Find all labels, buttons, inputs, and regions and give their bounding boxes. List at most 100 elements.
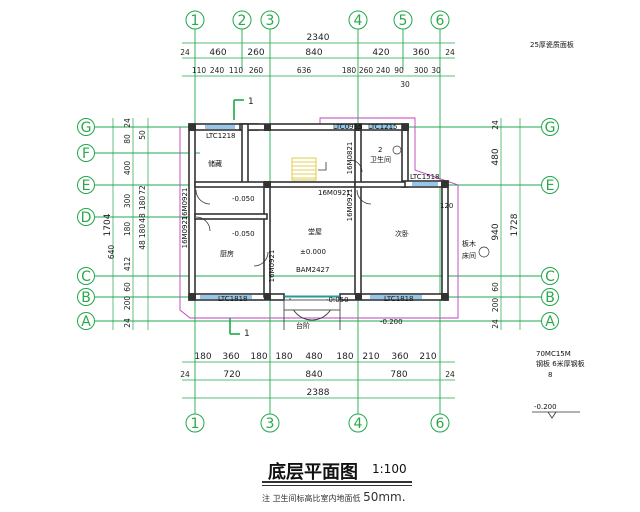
dim-top-r1-2: 260 [247, 48, 264, 58]
dim-left-small-4: 180 [138, 224, 147, 239]
dimensions-top: 2340 24 460 260 840 420 360 24 110 240 1… [180, 33, 455, 89]
dim-left-seg-0: 24 [123, 118, 132, 128]
label-m0921e: 16M0921 [268, 250, 276, 283]
dim-top-extra: 30 [400, 80, 410, 89]
dim-left-small-3: 48 [138, 213, 147, 223]
dim-left-seg-6: 412 [123, 257, 132, 272]
axis-top-1: 1 [191, 13, 200, 29]
dim-bot-total: 2388 [307, 388, 330, 398]
dim-bot-r2-2: 840 [305, 370, 322, 380]
dim-left-small-1: 72 [138, 185, 147, 195]
walls [188, 123, 449, 301]
label-ltc0915: LTC0915 [333, 123, 363, 131]
steps-label: 台阶 [296, 321, 310, 330]
label-ltc1818b: LTC1818 [384, 295, 414, 303]
axis-bubbles-right: G E C B A [541, 118, 559, 330]
dim-top-r2-2: 110 [229, 66, 244, 75]
label-ltc1818a: LTC1818 [218, 295, 248, 303]
axis-left-C: C [81, 269, 91, 285]
right-annotations: 25厚瓷质面板 70MC15M 钢板 6米厚钢板 8 -0.200 [530, 40, 585, 419]
level-front: -0.050 [326, 296, 349, 304]
dim-left-seg-9: 24 [123, 318, 132, 328]
axis-bottom-6: 6 [436, 416, 445, 432]
dim-top-r1-5: 360 [412, 48, 429, 58]
label-ltc1518: LTC1518 [410, 173, 440, 181]
dim-top-r1-4: 420 [372, 48, 389, 58]
section-markers: 1 1 [229, 97, 254, 339]
dim-left-small-0: 50 [138, 130, 147, 140]
axis-top-3: 3 [266, 13, 275, 29]
room-kitchen: 厨房 [220, 249, 234, 258]
dim-top-total: 2340 [307, 33, 330, 43]
dim-right-seg-0: 24 [491, 120, 500, 130]
dim-right-outer: 1728 [510, 213, 520, 236]
level-l2: -0.050 [232, 230, 255, 238]
room-toilet: 卫生间 [370, 155, 391, 164]
dim-top-r1-0: 24 [180, 48, 190, 57]
label-m0921d: 16M0921 [346, 189, 354, 222]
plan-title: 底层平面图 [268, 462, 358, 483]
axis-right-C: C [545, 269, 555, 285]
room-labels: 储藏 卫生间 厨房 堂屋 次卧 板木 床间 -0.050 -0.050 ±0.0… [208, 145, 490, 326]
level-hall: ±0.000 [300, 248, 326, 256]
room-storage: 储藏 [208, 159, 222, 168]
dim-left-outer: 1704 [103, 213, 113, 236]
dim-left-seg-1: 80 [123, 134, 132, 144]
dim-right-seg-1: 480 [491, 148, 501, 165]
dim-bot-r1-1: 360 [222, 352, 239, 362]
axis-left-D: D [81, 210, 92, 226]
dimensions-right: 24 480 940 60 200 24 1728 [491, 118, 521, 330]
axis-bottom-4: 4 [354, 416, 363, 432]
dim-left-small-5: 48 [138, 240, 147, 250]
axis-bubbles-left: G F E D C B A [77, 118, 95, 330]
axis-bubbles-top: 1 2 3 4 5 6 [185, 10, 450, 30]
dim-left-seg-5: 640 [107, 245, 116, 260]
dim-top-r1-3: 840 [305, 48, 322, 58]
opening-labels: LTC1218 LTC0915 LTC1215 16M0821 LTC1518 … [181, 123, 453, 303]
dim-top-r2-4: 636 [297, 66, 312, 75]
dim-top-r2-5: 180 [342, 66, 357, 75]
label-m0921b: 16M0921 [181, 188, 189, 221]
dim-left-seg-8: 200 [123, 296, 132, 311]
title-underline-thin [262, 485, 412, 486]
label-m0921a: 16M0921 [318, 189, 351, 197]
level-wc: 2 [378, 146, 382, 154]
axis-top-6: 6 [436, 13, 445, 29]
level-outside: -0.200 [380, 318, 403, 326]
axis-right-A: A [545, 314, 555, 330]
dim-bot-r1-2: 180 [250, 352, 267, 362]
dim-bot-r1-8: 210 [419, 352, 436, 362]
right-level: -0.200 [534, 403, 557, 411]
right-label-mid2: 钢板 6米厚钢板 [536, 359, 585, 368]
dim-bot-r1-6: 210 [362, 352, 379, 362]
dim-top-r2-7: 240 [376, 66, 391, 75]
dim-top-r2-6: 260 [359, 66, 374, 75]
dim-top-r1-1: 460 [209, 48, 226, 58]
plan-note-value: 50mm. [363, 490, 406, 504]
room-bedroom: 次卧 [395, 229, 409, 238]
room-bed-label2: 床间 [462, 251, 476, 260]
title-underline [262, 481, 412, 483]
dim-bot-r1-0: 180 [194, 352, 211, 362]
label-m0821: 16M0821 [346, 142, 354, 175]
dim-top-r2-3: 260 [249, 66, 264, 75]
axis-left-F: F [82, 146, 90, 162]
room-bed-label: 板木 [462, 239, 476, 248]
axis-right-E: E [546, 178, 555, 194]
axis-top-5: 5 [399, 13, 408, 29]
label-ltc1215: LTC1215 [368, 123, 398, 131]
dim-left-seg-2: 400 [123, 161, 132, 176]
dim-bot-r1-4: 480 [305, 352, 322, 362]
dim-bot-r2-0: 24 [180, 370, 190, 379]
axis-top-2: 2 [238, 13, 247, 29]
axis-bottom-3: 3 [266, 416, 275, 432]
dim-bot-r1-7: 360 [391, 352, 408, 362]
dim-bot-r2-3: 780 [390, 370, 407, 380]
dim-right-seg-2: 940 [491, 223, 501, 240]
stairs [291, 157, 327, 181]
dim-left-seg-3: 300 [123, 194, 132, 209]
level-l1: -0.050 [232, 195, 255, 203]
dim-bot-r2-1: 720 [223, 370, 240, 380]
dimensions-bottom: 180 360 180 180 480 180 210 360 210 24 7… [180, 352, 455, 399]
dim-left-seg-7: 60 [123, 282, 132, 292]
